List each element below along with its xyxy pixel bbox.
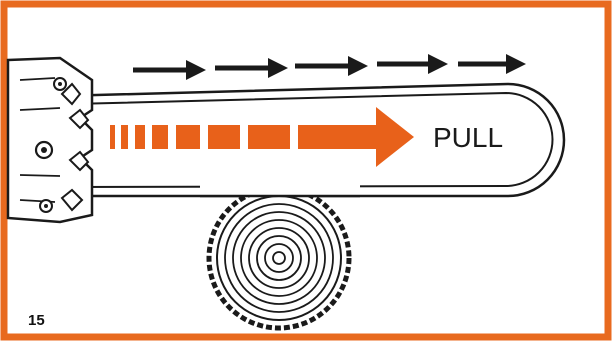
figure-number: 15 [28, 312, 45, 329]
chain-direction-arrows [133, 54, 526, 80]
direction-arrow-icon [458, 54, 526, 74]
pull-direction-arrow [110, 107, 414, 167]
pull-label: PULL [433, 122, 503, 153]
direction-arrow-icon [133, 60, 206, 80]
log-cross-section-icon [200, 178, 360, 331]
direction-arrow-icon [295, 56, 368, 76]
direction-arrow-icon [215, 58, 288, 78]
chainsaw-body [6, 56, 94, 224]
direction-arrow-icon [377, 54, 448, 74]
